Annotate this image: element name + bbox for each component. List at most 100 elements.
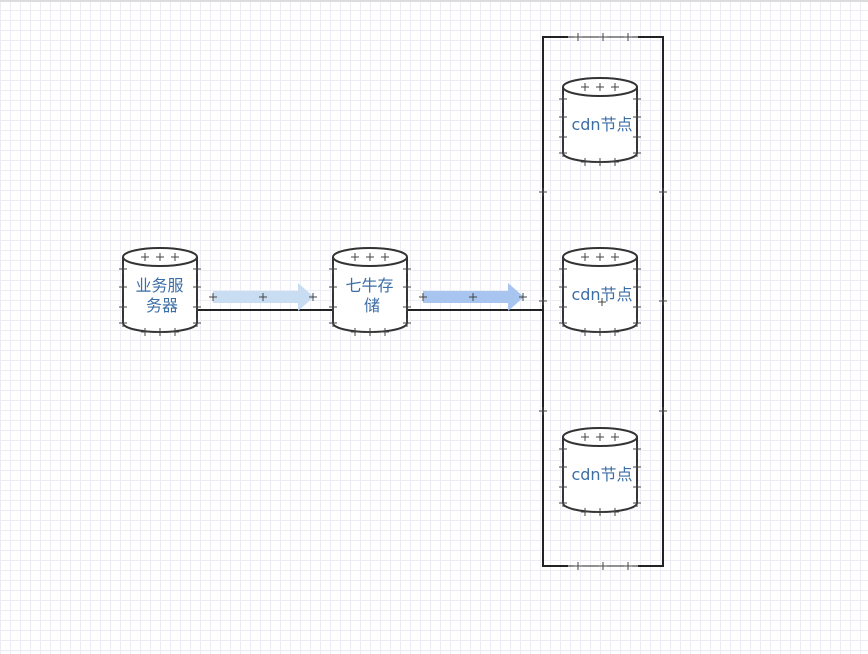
plus-handle-icon[interactable]	[611, 83, 619, 91]
plus-handle-icon[interactable]	[596, 158, 604, 166]
plus-handle-icon[interactable]	[581, 158, 589, 166]
plus-handle-icon[interactable]	[403, 303, 411, 311]
business-server-label-line2: 务器	[146, 296, 178, 315]
plus-handle-icon[interactable]	[633, 445, 641, 453]
plus-handle-icon[interactable]	[633, 499, 641, 507]
plus-handle-icon[interactable]	[559, 483, 567, 491]
plus-handle-icon[interactable]	[539, 188, 547, 196]
plus-handle-icon[interactable]	[171, 328, 179, 336]
plus-handle-icon[interactable]	[381, 253, 389, 261]
cdn-node-2[interactable]: cdn节点	[562, 247, 638, 333]
plus-handle-icon[interactable]	[559, 113, 567, 121]
plus-handle-icon[interactable]	[596, 253, 604, 261]
plus-handle-icon[interactable]	[599, 33, 607, 41]
plus-handle-icon[interactable]	[624, 33, 632, 41]
plus-handle-icon[interactable]	[633, 463, 641, 471]
plus-handle-icon[interactable]	[403, 283, 411, 291]
plus-handle-icon[interactable]	[403, 265, 411, 273]
plus-handle-icon[interactable]	[633, 303, 641, 311]
plus-handle-icon[interactable]	[119, 265, 127, 273]
plus-handle-icon[interactable]	[581, 328, 589, 336]
plus-handle-icon[interactable]	[659, 407, 667, 415]
plus-handle-icon[interactable]	[633, 483, 641, 491]
plus-handle-icon[interactable]	[193, 319, 201, 327]
plus-handle-icon[interactable]	[119, 283, 127, 291]
plus-handle-icon[interactable]	[366, 253, 374, 261]
plus-handle-icon[interactable]	[611, 508, 619, 516]
plus-handle-icon[interactable]	[381, 328, 389, 336]
plus-handle-icon[interactable]	[598, 298, 606, 306]
plus-handle-icon[interactable]	[633, 133, 641, 141]
plus-handle-icon[interactable]	[403, 319, 411, 327]
plus-handle-icon[interactable]	[351, 253, 359, 261]
plus-handle-icon[interactable]	[559, 499, 567, 507]
plus-handle-icon[interactable]	[259, 293, 267, 301]
plus-handle-icon[interactable]	[581, 508, 589, 516]
canvas-top-border	[0, 0, 868, 2]
plus-handle-icon[interactable]	[309, 293, 317, 301]
plus-handle-icon[interactable]	[156, 328, 164, 336]
plus-handle-icon[interactable]	[611, 328, 619, 336]
plus-handle-icon[interactable]	[193, 283, 201, 291]
plus-handle-icon[interactable]	[559, 463, 567, 471]
plus-handle-icon[interactable]	[574, 33, 582, 41]
plus-handle-icon[interactable]	[156, 253, 164, 261]
cdn-node-1[interactable]: cdn节点	[562, 77, 638, 163]
plus-handle-icon[interactable]	[596, 433, 604, 441]
plus-handle-icon[interactable]	[599, 562, 607, 570]
cdn-node-3-label: cdn节点	[571, 465, 632, 484]
plus-handle-icon[interactable]	[633, 95, 641, 103]
plus-handle-icon[interactable]	[633, 149, 641, 157]
cdn-node-1-label: cdn节点	[571, 115, 632, 134]
plus-handle-icon[interactable]	[329, 319, 337, 327]
plus-handle-icon[interactable]	[539, 297, 547, 305]
plus-handle-icon[interactable]	[633, 319, 641, 327]
plus-handle-icon[interactable]	[559, 319, 567, 327]
plus-handle-icon[interactable]	[419, 293, 427, 301]
plus-handle-icon[interactable]	[559, 445, 567, 453]
plus-handle-icon[interactable]	[596, 83, 604, 91]
plus-handle-icon[interactable]	[559, 303, 567, 311]
plus-handle-icon[interactable]	[329, 265, 337, 273]
plus-handle-icon[interactable]	[539, 407, 547, 415]
plus-handle-icon[interactable]	[366, 328, 374, 336]
plus-handle-icon[interactable]	[611, 253, 619, 261]
plus-handle-icon[interactable]	[581, 83, 589, 91]
plus-handle-icon[interactable]	[559, 133, 567, 141]
connection-handles[interactable]	[119, 33, 667, 570]
plus-handle-icon[interactable]	[193, 265, 201, 273]
plus-handle-icon[interactable]	[581, 253, 589, 261]
plus-handle-icon[interactable]	[119, 303, 127, 311]
business-server-label-line1: 业务服	[135, 276, 183, 295]
plus-handle-icon[interactable]	[611, 158, 619, 166]
plus-handle-icon[interactable]	[519, 293, 527, 301]
plus-handle-icon[interactable]	[559, 283, 567, 291]
plus-handle-icon[interactable]	[469, 293, 477, 301]
plus-handle-icon[interactable]	[596, 508, 604, 516]
plus-handle-icon[interactable]	[611, 433, 619, 441]
plus-handle-icon[interactable]	[581, 433, 589, 441]
plus-handle-icon[interactable]	[559, 95, 567, 103]
plus-handle-icon[interactable]	[574, 562, 582, 570]
plus-handle-icon[interactable]	[119, 319, 127, 327]
plus-handle-icon[interactable]	[193, 303, 201, 311]
plus-handle-icon[interactable]	[596, 328, 604, 336]
plus-handle-icon[interactable]	[624, 562, 632, 570]
plus-handle-icon[interactable]	[633, 283, 641, 291]
plus-handle-icon[interactable]	[329, 283, 337, 291]
cdn-node-3[interactable]: cdn节点	[562, 427, 638, 513]
plus-handle-icon[interactable]	[559, 149, 567, 157]
qiniu-storage-label-line2: 储	[364, 296, 380, 315]
plus-handle-icon[interactable]	[141, 253, 149, 261]
plus-handle-icon[interactable]	[633, 265, 641, 273]
plus-handle-icon[interactable]	[633, 113, 641, 121]
plus-handle-icon[interactable]	[659, 297, 667, 305]
plus-handle-icon[interactable]	[659, 188, 667, 196]
plus-handle-icon[interactable]	[171, 253, 179, 261]
plus-handle-icon[interactable]	[351, 328, 359, 336]
plus-handle-icon[interactable]	[141, 328, 149, 336]
plus-handle-icon[interactable]	[559, 265, 567, 273]
plus-handle-icon[interactable]	[329, 303, 337, 311]
plus-handle-icon[interactable]	[209, 293, 217, 301]
